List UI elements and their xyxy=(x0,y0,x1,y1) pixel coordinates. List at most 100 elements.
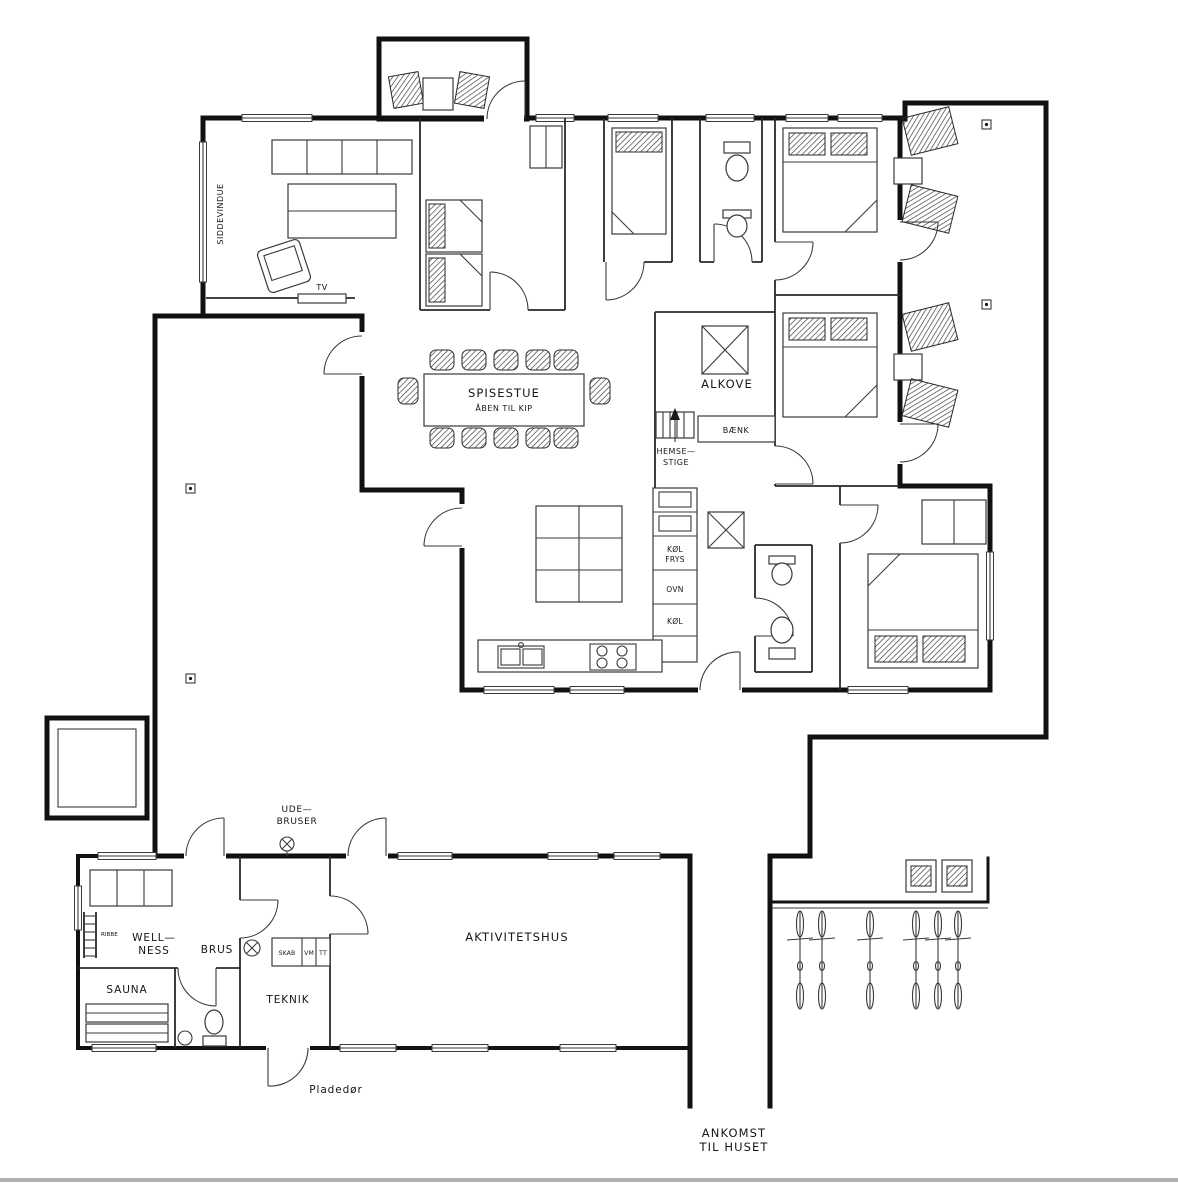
toilet-icon xyxy=(768,616,796,660)
pillow xyxy=(615,131,663,153)
cooktop-icon xyxy=(589,643,637,671)
lounge-chair xyxy=(901,378,959,428)
pillow xyxy=(788,132,826,156)
lounge-chair xyxy=(901,106,959,156)
door-gap xyxy=(184,851,226,861)
label-ness: NESS xyxy=(138,945,169,957)
window xyxy=(785,114,829,122)
sink-icon xyxy=(768,555,796,586)
dining-chair xyxy=(461,427,487,449)
appliance-column xyxy=(652,487,698,663)
pillow xyxy=(922,635,966,663)
loft-ladder xyxy=(655,408,695,442)
bedroom-4 xyxy=(782,312,878,418)
column-markers xyxy=(185,119,992,684)
bed xyxy=(425,199,483,253)
door-swing xyxy=(605,261,645,301)
wall-bars xyxy=(83,912,97,958)
wardrobe xyxy=(921,499,987,545)
door-swing xyxy=(347,817,387,857)
sink-icon xyxy=(722,209,752,238)
dining-chair xyxy=(397,377,419,405)
pillow xyxy=(830,132,868,156)
door-swing xyxy=(486,80,526,120)
entrance-annex xyxy=(376,36,530,122)
annex-chair xyxy=(387,71,425,109)
toilet-icon xyxy=(723,141,751,182)
dining-chair xyxy=(525,349,551,371)
laundry-cabinets xyxy=(271,937,331,967)
window xyxy=(607,114,659,122)
bench xyxy=(697,415,776,443)
sink-icon xyxy=(497,642,545,669)
pillow xyxy=(830,317,868,341)
entry-corridor-walls xyxy=(687,853,773,1109)
outdoor-chair xyxy=(941,859,973,893)
kitchen-island xyxy=(535,505,623,603)
bicycle-icon xyxy=(944,910,972,1010)
window xyxy=(547,852,599,860)
door-swing xyxy=(267,1047,309,1087)
bedroom-3 xyxy=(782,127,878,233)
window xyxy=(613,852,661,860)
label-brus: BRUS xyxy=(201,944,233,956)
outdoor-shower xyxy=(279,836,295,856)
door-swing xyxy=(699,651,741,691)
bicycle-icon xyxy=(902,910,930,1010)
dining-chair xyxy=(429,427,455,449)
column-marker xyxy=(981,299,992,310)
label-well: WELL— xyxy=(132,932,176,944)
label-bruser: BRUSER xyxy=(277,817,318,827)
dining-chair xyxy=(429,349,455,371)
label-siddevindue: SIDDEVINDUE xyxy=(216,183,225,244)
lounge-chair xyxy=(901,302,959,352)
bed xyxy=(425,253,483,307)
bathroom-1 xyxy=(722,141,752,238)
dining-chair xyxy=(553,427,579,449)
kitchen-counter xyxy=(477,639,663,673)
door-gap xyxy=(457,504,467,548)
label-til-huset: TIL HUSET xyxy=(698,1140,768,1154)
label-stige: STIGE xyxy=(663,458,689,467)
outdoor-chair xyxy=(905,859,937,893)
annex-chair xyxy=(453,71,491,109)
window xyxy=(339,1044,397,1052)
dining-chair xyxy=(493,349,519,371)
door-swing xyxy=(185,817,225,857)
door-gap xyxy=(346,851,388,861)
annex-table xyxy=(422,77,454,111)
dining-chair xyxy=(461,349,487,371)
doors xyxy=(177,80,939,1087)
dining-area xyxy=(397,349,611,449)
door-gap xyxy=(698,685,742,695)
column-marker xyxy=(185,673,196,684)
window xyxy=(483,686,555,694)
wellness-interior xyxy=(83,869,331,1047)
label-koel: KØL xyxy=(667,617,683,626)
window xyxy=(241,114,313,122)
label-baenk: BÆNK xyxy=(723,426,750,435)
kitchen xyxy=(477,487,745,673)
window xyxy=(837,114,883,122)
window xyxy=(535,114,575,122)
door-gap xyxy=(895,422,905,464)
living-room xyxy=(256,139,413,304)
double-bed xyxy=(867,553,979,669)
label-tv: TV xyxy=(315,283,327,292)
window xyxy=(431,1044,489,1052)
door-swing xyxy=(423,507,463,547)
window xyxy=(569,686,625,694)
terrace-walls xyxy=(767,100,1049,859)
door-swing xyxy=(177,967,217,1007)
label-skab: SKAB xyxy=(279,950,296,957)
label-pladedoer: Pladedør xyxy=(309,1084,362,1096)
bathroom-2 xyxy=(768,555,796,660)
dining-chair xyxy=(589,377,611,405)
column-marker xyxy=(185,483,196,494)
dining-table xyxy=(423,373,585,427)
pillow xyxy=(874,635,918,663)
door-gap xyxy=(357,332,367,376)
label-ovn: OVN xyxy=(666,585,683,594)
dining-chair xyxy=(553,349,579,371)
